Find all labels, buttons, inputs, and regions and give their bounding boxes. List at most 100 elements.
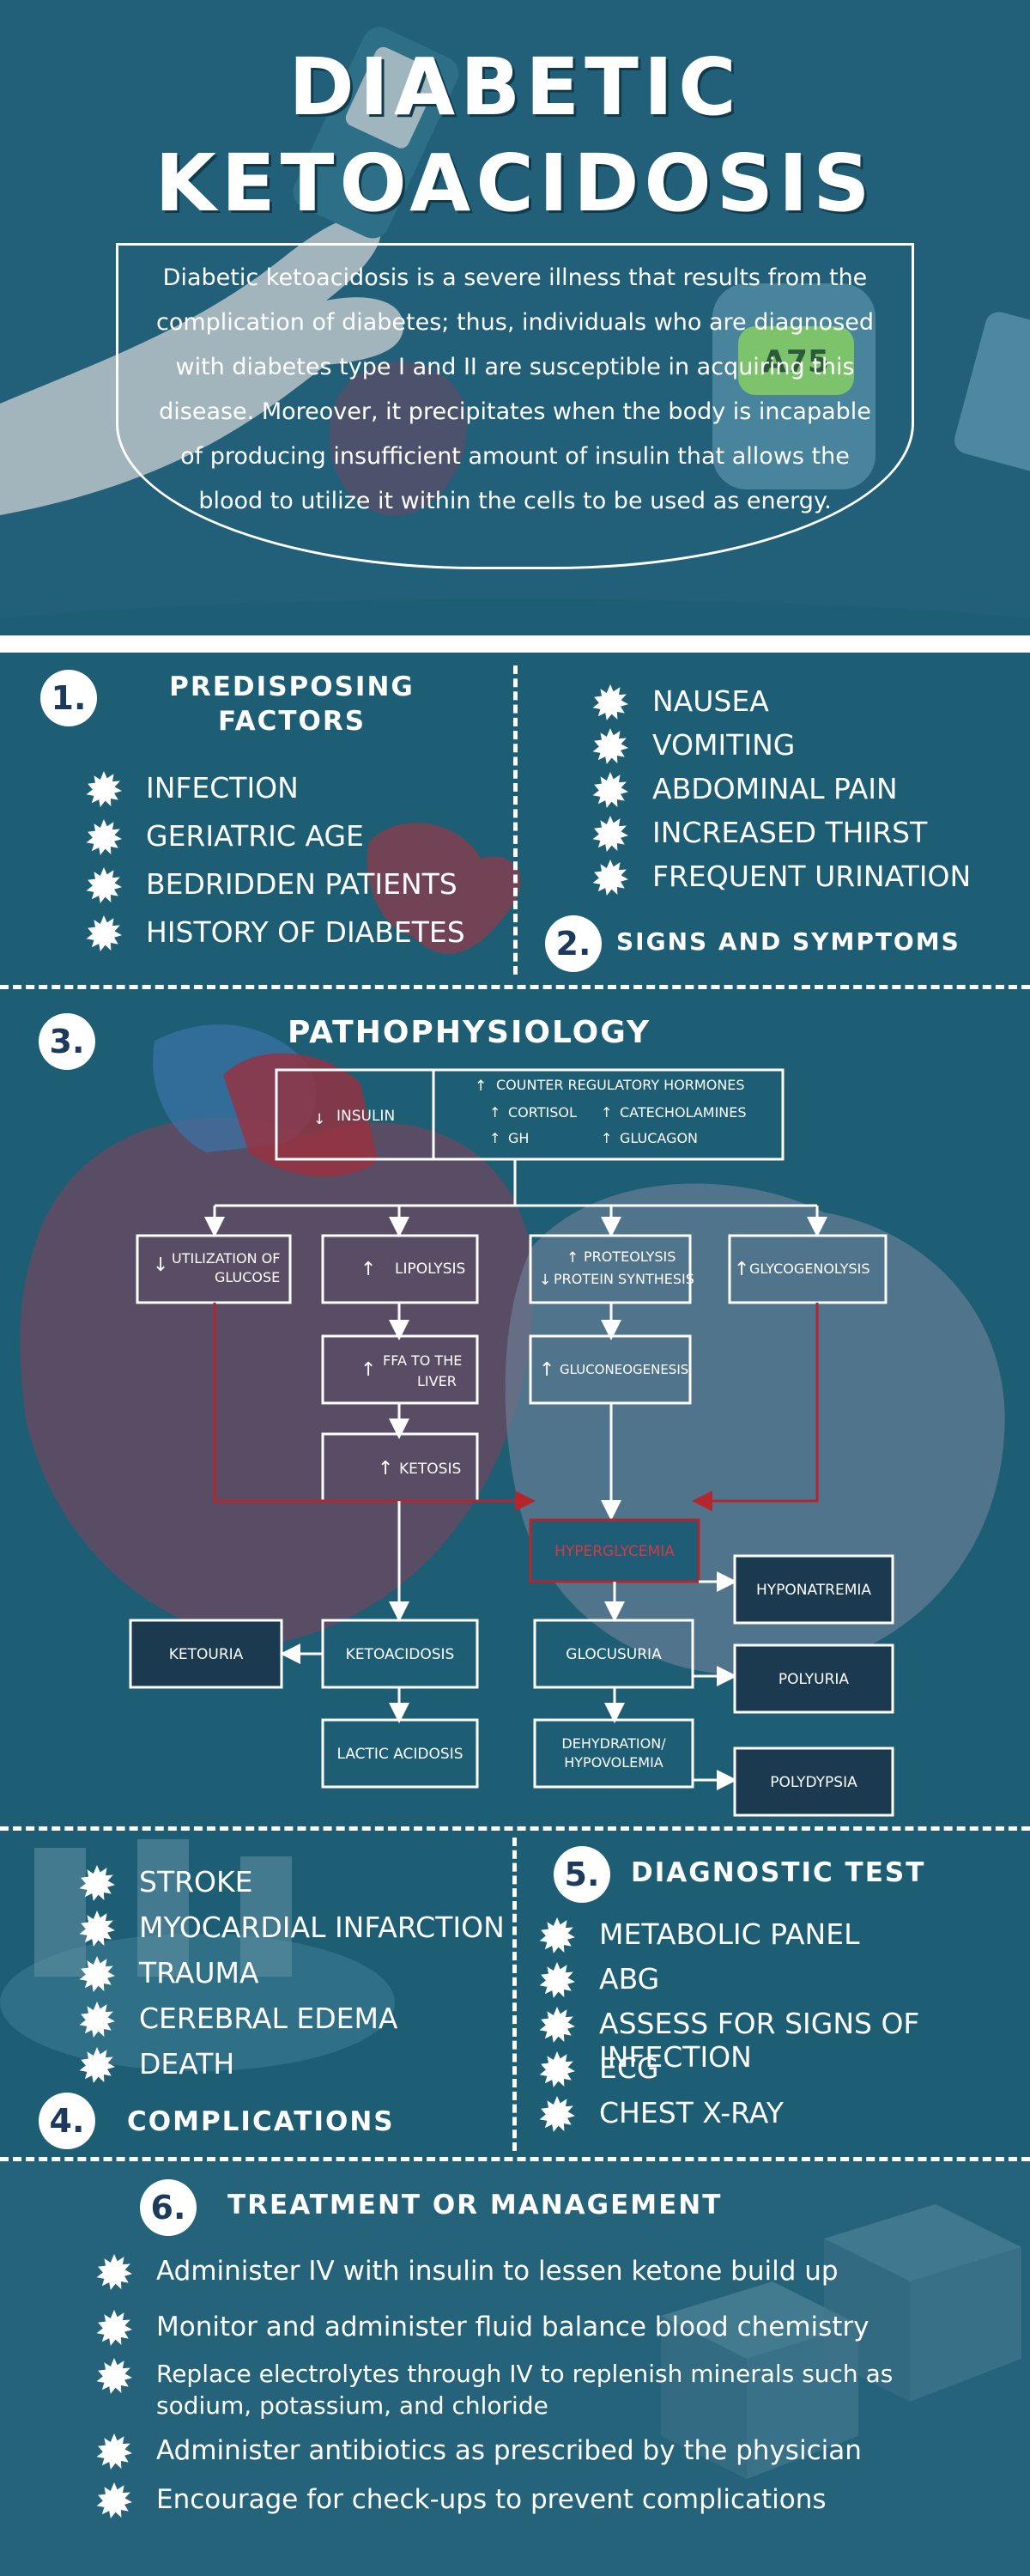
node-ketoacidosis: KETOACIDOSIS (346, 1646, 455, 1663)
list-item: BEDRIDDEN PATIENTS (86, 867, 465, 915)
node-hyponatremia: HYPONATREMIA (756, 1582, 871, 1599)
burst-icon (79, 2047, 115, 2083)
svg-text:↑: ↑ (475, 1078, 487, 1095)
burst-icon (86, 819, 122, 855)
title-line-1: DIABETIC (288, 41, 742, 133)
svg-text:↑: ↑ (360, 1359, 376, 1381)
list-item: METABOLIC PANEL (539, 1917, 1030, 1962)
node-utilization: UTILIZATION OF (172, 1250, 280, 1267)
node-counter-regulatory: COUNTER REGULATORY HORMONES (496, 1077, 745, 1093)
list-item: ASSESS FOR SIGNS OF INFECTION (539, 2007, 1030, 2074)
node-dehydration: DEHYDRATION/ (561, 1735, 666, 1752)
title-line-2: KETOACIDOSIS (154, 137, 876, 229)
section-6-title: TREATMENT OR MANAGEMENT (227, 2190, 723, 2221)
list-item: Administer antibiotics as prescribed by … (96, 2433, 920, 2482)
burst-icon (96, 2482, 132, 2518)
dashed-divider-3 (0, 2157, 1030, 2161)
burst-icon (539, 1962, 575, 1998)
dashed-divider-2 (0, 1826, 1030, 1831)
svg-text:HYPOVOLEMIA: HYPOVOLEMIA (564, 1754, 663, 1771)
burst-icon (592, 816, 628, 852)
svg-text:↑: ↑ (489, 1104, 500, 1121)
vertical-divider-2 (512, 1838, 517, 2151)
section-1-title: PREDISPOSING FACTORS (169, 671, 415, 737)
section-5-number: 5. (554, 1846, 610, 1903)
burst-icon (539, 1917, 575, 1953)
section-4-number: 4. (39, 2093, 95, 2149)
list-item: FREQUENT URINATION (592, 860, 971, 903)
burst-icon (86, 867, 122, 903)
burst-icon (79, 1956, 115, 1992)
list-item: STROKE (79, 1865, 505, 1911)
kidney-illustration (367, 823, 521, 954)
signs-symptoms-list: NAUSEA VOMITING ABDOMINAL PAIN INCREASED… (592, 684, 971, 903)
svg-text:↓: ↓ (153, 1255, 168, 1276)
list-item: ECG (539, 2051, 1030, 2096)
list-item: Replace electrolytes through IV to reple… (96, 2358, 920, 2433)
vertical-divider-1 (513, 665, 518, 975)
list-item: INCREASED THIRST (592, 816, 971, 860)
burst-icon (592, 728, 628, 764)
section-3-title: PATHOPHYSIOLOGY (288, 1015, 651, 1050)
svg-text:↑: ↑ (489, 1130, 500, 1146)
node-glucagon: GLUCAGON (620, 1130, 698, 1146)
list-item: INFECTION (86, 771, 465, 819)
list-item: ABDOMINAL PAIN (592, 772, 971, 816)
burst-icon (592, 772, 628, 808)
svg-text:↓: ↓ (539, 1272, 551, 1289)
node-insulin: INSULIN (336, 1108, 395, 1125)
node-ketouria: KETOURIA (169, 1646, 244, 1663)
list-item: Encourage for check-ups to prevent compl… (96, 2482, 920, 2530)
svg-text:↑: ↑ (566, 1249, 579, 1267)
svg-text:↑: ↑ (601, 1130, 612, 1146)
burst-icon (96, 2254, 132, 2290)
section-3-number: 3. (39, 1013, 95, 1070)
burst-icon (86, 771, 122, 807)
burst-icon (96, 2310, 132, 2346)
svg-text:LIVER: LIVER (417, 1373, 457, 1389)
predisposing-factors-list: INFECTION GERIATRIC AGE BEDRIDDEN PATIEN… (86, 771, 465, 963)
list-item: ABG (539, 1962, 1030, 2007)
node-gluconeogenesis: GLUCONEOGENESIS (560, 1362, 688, 1377)
diagnostic-test-list: METABOLIC PANEL ABG ASSESS FOR SIGNS OF … (539, 1917, 1030, 2141)
node-glycogenolysis: GLYCOGENOLYSIS (749, 1261, 870, 1277)
treatment-list: Administer IV with insulin to lessen ket… (96, 2254, 920, 2530)
burst-icon (539, 2096, 575, 2132)
intro-text: Diabetic ketoacidosis is a severe illnes… (155, 264, 875, 514)
list-item: CHEST X-RAY (539, 2096, 1030, 2141)
svg-text:↑: ↑ (734, 1259, 749, 1280)
svg-text:↑: ↑ (378, 1458, 393, 1479)
svg-text:↑: ↑ (601, 1104, 612, 1121)
svg-text:↑: ↑ (539, 1359, 554, 1381)
list-item: TRAUMA (79, 1956, 505, 2002)
node-catecholamines: CATECHOLAMINES (620, 1104, 747, 1121)
list-item: Monitor and administer fluid balance blo… (96, 2310, 920, 2358)
section-5-title: DIAGNOSTIC TEST (631, 1857, 926, 1888)
intro-frame (116, 243, 914, 569)
node-proteolysis: PROTEOLYSIS (584, 1249, 676, 1265)
list-item: NAUSEA (592, 684, 971, 728)
node-hyperglycemia: HYPERGLYCEMIA (554, 1543, 675, 1560)
burst-icon (79, 1911, 115, 1947)
node-lipolysis: LIPOLYSIS (395, 1261, 465, 1278)
burst-icon (592, 684, 628, 720)
burst-icon (96, 2358, 132, 2394)
burst-icon (86, 915, 122, 951)
node-lactic-acidosis: LACTIC ACIDOSIS (336, 1746, 463, 1763)
node-gh: GH (508, 1130, 529, 1146)
list-item: MYOCARDIAL INFARCTION (79, 1911, 505, 1956)
pathophysiology-flowchart: ↓ INSULIN ↑ COUNTER REGULATORY HORMONES … (20, 1024, 1005, 1817)
section-2-title: SIGNS AND SYMPTOMS (616, 927, 960, 956)
svg-text:↑: ↑ (360, 1259, 376, 1280)
burst-icon (79, 1865, 115, 1901)
burst-icon (96, 2433, 132, 2470)
node-ffa: FFA TO THE (383, 1352, 462, 1369)
section-6-number: 6. (140, 2179, 197, 2236)
section-2-number: 2. (545, 915, 602, 972)
complications-list: STROKE MYOCARDIAL INFARCTION TRAUMA CERE… (79, 1865, 505, 2093)
node-ketosis: KETOSIS (399, 1461, 461, 1478)
dashed-divider-1 (0, 985, 1030, 989)
node-polyuria: POLYURIA (779, 1671, 849, 1688)
section-1-number: 1. (40, 670, 97, 726)
list-item: CEREBRAL EDEMA (79, 2002, 505, 2047)
